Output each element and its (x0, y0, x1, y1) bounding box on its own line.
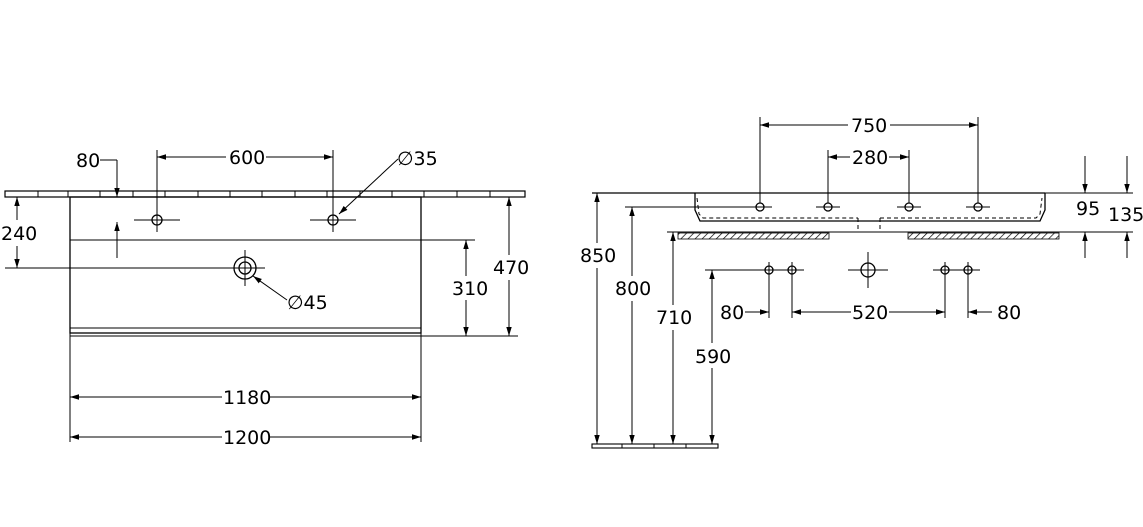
dim-label-135: 135 (1108, 204, 1143, 226)
dim-750: 750 (759, 115, 979, 203)
dim-label-80-left: 80 (720, 302, 744, 324)
dim-label-310: 310 (452, 278, 488, 300)
dim-label-710: 710 (656, 307, 692, 329)
front-view: 80 600 ∅35 240 ∅45 (1, 147, 529, 449)
dim-label-800: 800 (615, 278, 651, 300)
dim-1180: 1180 (70, 387, 421, 409)
dim-label-95: 95 (1076, 198, 1100, 220)
dim-label-590: 590 (695, 346, 731, 368)
tap-hole-right (310, 208, 356, 232)
tap-hole-left (134, 208, 180, 232)
basin-outline (69, 196, 422, 442)
dim-label-80-right: 80 (997, 302, 1021, 324)
dim-280: 280 (827, 147, 910, 203)
dim-label-45: ∅45 (287, 292, 328, 314)
dim-590: 590 (695, 269, 757, 444)
dim-label-470: 470 (493, 257, 529, 279)
wall-surface (4, 190, 526, 198)
dim-label-280: 280 (852, 147, 888, 169)
dim-label-750: 750 (851, 115, 887, 137)
dim-470: 470 (421, 197, 529, 337)
dim-850: 850 (580, 193, 616, 444)
dim-95-135: 95 135 (1045, 156, 1143, 258)
floor-line (591, 443, 719, 449)
dim-800: 800 (615, 206, 760, 444)
dim-label-850: 850 (580, 245, 616, 267)
dim-label-1200: 1200 (223, 427, 271, 449)
waste-outlets (757, 252, 980, 318)
dim-600: 600 (156, 147, 334, 210)
counter-right-hatch (907, 232, 1060, 240)
dim-label-240: 240 (1, 223, 37, 245)
dim-diameter-35: ∅35 (338, 148, 438, 215)
dim-label-80: 80 (76, 150, 100, 172)
counter-left-hatch (677, 232, 830, 240)
basin-profile (592, 192, 1062, 233)
dim-diameter-45: ∅45 (252, 275, 328, 314)
dim-label-600: 600 (229, 147, 265, 169)
side-view: 750 280 95 135 850 (580, 115, 1143, 449)
dim-240: 240 (1, 197, 233, 269)
dim-label-520: 520 (852, 302, 888, 324)
top-holes (748, 202, 990, 212)
dim-1200: 1200 (70, 427, 421, 449)
dim-label-1180: 1180 (223, 387, 271, 409)
dim-80-520-80: 80 520 80 (720, 302, 1021, 324)
dim-710: 710 (656, 231, 692, 444)
dim-80-front: 80 (76, 150, 120, 258)
dim-310: 310 (421, 239, 488, 337)
dim-label-35: ∅35 (397, 148, 438, 170)
